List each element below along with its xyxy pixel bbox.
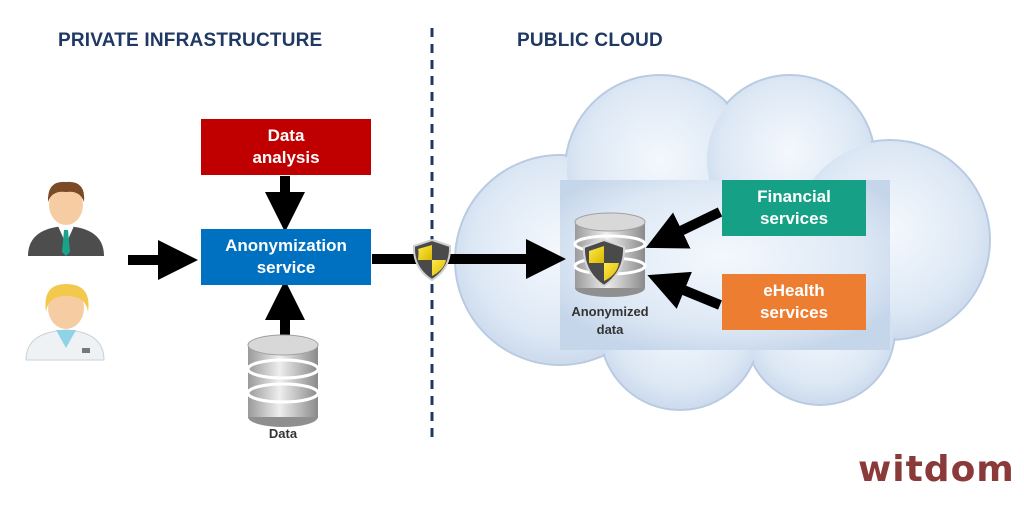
- financial-services-box: Financial services: [722, 180, 866, 236]
- financial-line2: services: [759, 209, 829, 228]
- arrow-ehealth-to-db: [647, 271, 722, 310]
- businessman-icon: [28, 181, 104, 256]
- anonymized-caption-line1: Anonymized: [571, 304, 649, 319]
- data-analysis-line1: Data: [267, 126, 305, 145]
- arrows: [128, 176, 723, 335]
- private-infrastructure-heading: PRIVATE INFRASTRUCTURE: [58, 30, 323, 51]
- financial-line1: Financial: [757, 187, 831, 206]
- doctor-icon: [25, 284, 105, 361]
- database-icon: [246, 334, 320, 427]
- anonymization-line1: Anonymization: [225, 236, 347, 255]
- witdom-logo: witdom: [858, 449, 1015, 490]
- anonymized-caption-line2: data: [596, 322, 624, 337]
- data-analysis-line2: analysis: [252, 148, 320, 167]
- data-caption: Data: [268, 426, 298, 441]
- arrow-financial-to-db: [645, 207, 723, 249]
- data-analysis-box: Data analysis: [201, 119, 371, 175]
- ehealth-services-box: eHealth services: [722, 274, 866, 330]
- anonymization-line2: service: [256, 258, 316, 277]
- ehealth-line1: eHealth: [763, 281, 825, 300]
- anonymized-data-caption: Anonymized data: [555, 303, 665, 339]
- cloud-icon: [454, 74, 991, 411]
- secure-database-icon: [573, 212, 647, 297]
- anonymization-service-box: Anonymization service: [201, 229, 371, 285]
- public-cloud-heading: PUBLIC CLOUD: [517, 30, 663, 51]
- ehealth-line2: services: [759, 303, 829, 322]
- shield-icon: [412, 238, 452, 282]
